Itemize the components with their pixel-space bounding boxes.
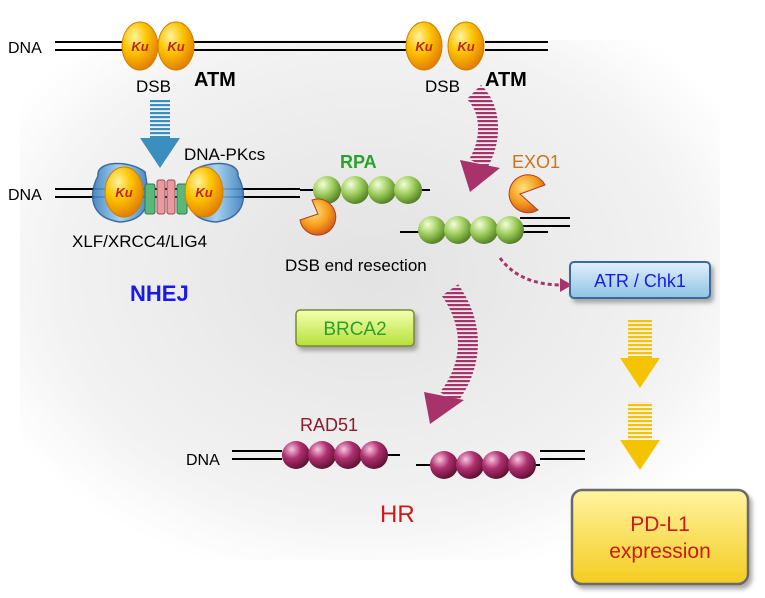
dna-pkcs-label: DNA-PKcs [184,145,265,164]
yellow-arrow-lower [620,402,660,470]
purple-arrow-hr [424,284,478,424]
rad51-label: RAD51 [300,415,358,435]
ku-label: Ku [115,185,132,200]
ku-pair-left: Ku Ku [121,21,195,71]
xlf-xrcc4-lig4-label: XLF/XRCC4/LIG4 [72,232,207,251]
atm-label-right: ATM [485,69,527,91]
exo1-pacman-right [508,174,546,214]
rpa-strand-left [300,176,430,204]
ku-label: Ku [195,185,212,200]
atr-chk1-label: ATR / Chk1 [594,271,686,291]
dsb-label-right: DSB [425,77,460,96]
brca2-box [295,309,415,347]
dsb-end-resection-label: DSB end resection [285,256,427,275]
rpa-label: RPA [340,152,377,172]
pdl1-label-line2: expression [609,540,711,563]
atm-label-left: ATM [194,69,236,91]
dna-pkcs-complex: Ku Ku [91,162,245,223]
ku-label: Ku [457,39,474,54]
dna-label-hr: DNA [186,452,220,469]
exo1-pacman-left [299,198,337,236]
ku-label: Ku [167,39,184,54]
rad51-strand-left [232,441,400,469]
pdl1-expression-box [570,488,750,586]
dna-label-nhej: DNA [8,187,42,204]
atr-chk1-box [569,261,711,299]
rad51-strand-right [416,450,585,479]
ku-label: Ku [131,39,148,54]
dsb-label-left: DSB [136,77,171,96]
rpa-strand-right [400,216,570,244]
top-dna-strand [55,41,548,51]
nhej-label: NHEJ [130,281,189,306]
dotted-arrow-atr [498,257,572,292]
hr-label: HR [380,501,415,528]
background-panel [20,40,720,560]
brca2-label: BRCA2 [323,319,386,340]
dna-label-top: DNA [8,40,42,57]
ku-label: Ku [415,39,432,54]
pdl1-label-line1: PD-L1 [630,513,690,536]
ku-pair-right: Ku Ku [405,21,485,71]
exo1-label: EXO1 [512,152,560,172]
purple-arrow-resection [460,84,500,192]
blue-arrow-down [140,100,180,168]
yellow-arrow-upper [620,320,660,388]
